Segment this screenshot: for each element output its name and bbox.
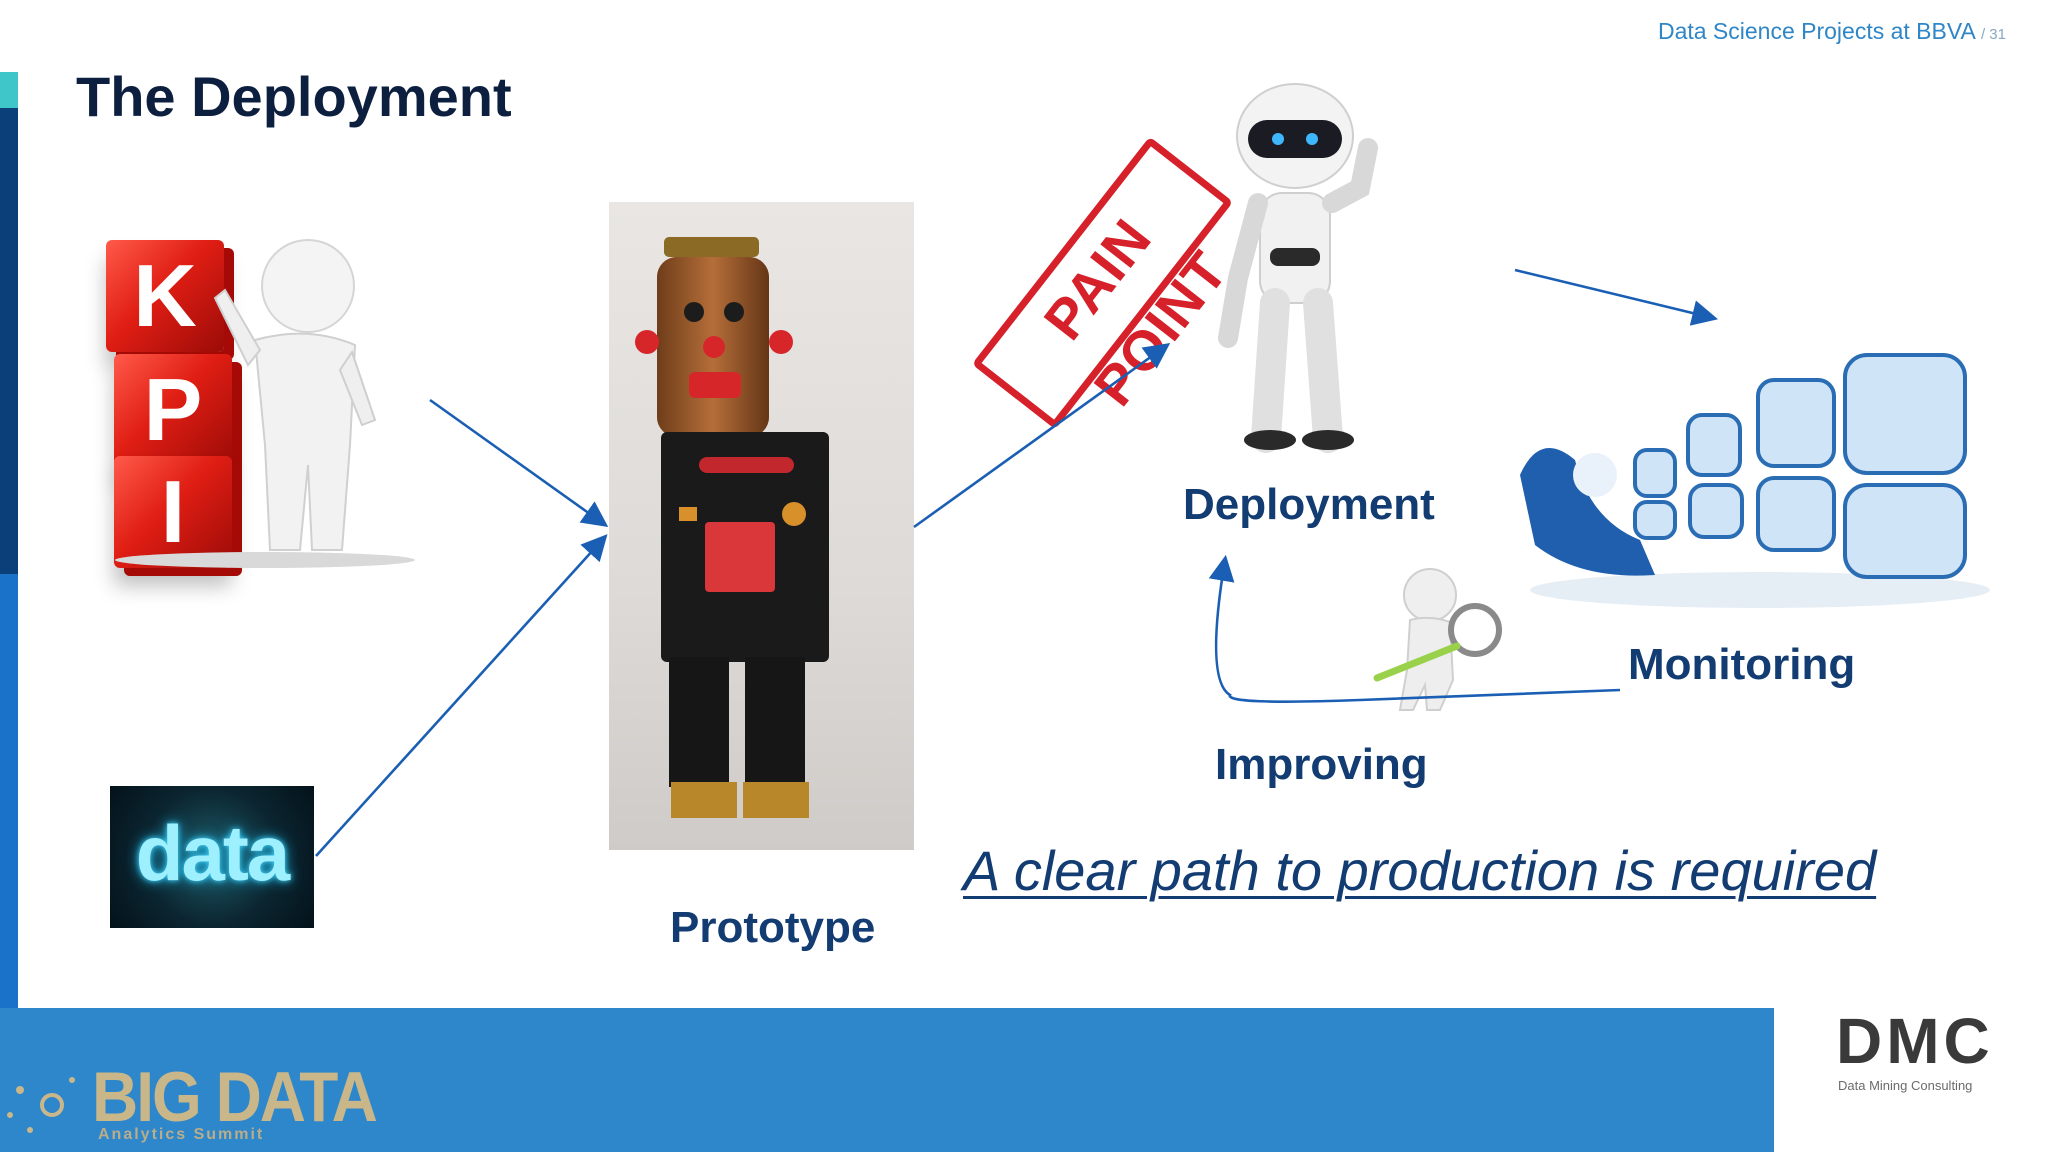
- arrow-deployment-to-monitoring: [1514, 268, 1719, 326]
- arrow-monitoring-to-deployment: [1208, 554, 1621, 703]
- arrow-prototype-to-deployment: [913, 342, 1171, 529]
- dmc-logo-box: [1774, 966, 2048, 1152]
- toy-robot-icon: [635, 237, 829, 818]
- accent-bar-top: [0, 72, 18, 108]
- data-image: data: [110, 786, 314, 928]
- label-monitoring: Monitoring: [1628, 640, 1856, 689]
- big-data-logo-subtitle: Analytics Summit: [98, 1126, 265, 1143]
- slide-header-reference: Data Science Projects at BBVA / 31: [1658, 18, 2006, 45]
- arrow-data-to-prototype: [315, 534, 608, 857]
- monitoring-screens-icon: [1520, 353, 1990, 608]
- white-figure-icon: [115, 239, 415, 568]
- accent-bar-middle: [0, 108, 18, 574]
- dmc-logo: DMC: [1836, 1005, 1994, 1077]
- footer-bar: [0, 1008, 1774, 1152]
- kpi-cube-k: K: [106, 240, 224, 352]
- accent-bar-bottom: [0, 574, 18, 1010]
- big-data-logo: BIG DATA: [92, 1057, 378, 1137]
- page-number: / 31: [1980, 26, 2006, 43]
- big-data-logo-dots-icon: [7, 1077, 75, 1133]
- prototype-robot-photo: [609, 202, 914, 850]
- data-word: data: [135, 809, 290, 897]
- kpi-cube-i: I: [114, 456, 232, 568]
- dmc-logo-subtitle: Data Mining Consulting: [1838, 1078, 1973, 1093]
- label-improving: Improving: [1215, 740, 1428, 789]
- header-reference-text: Data Science Projects at BBVA: [1657, 18, 1975, 44]
- slide-title: The Deployment: [76, 65, 512, 128]
- kpi-illustration: K P I: [50, 230, 430, 570]
- label-prototype: Prototype: [670, 903, 876, 952]
- label-deployment: Deployment: [1183, 480, 1435, 529]
- kpi-cube-p: P: [114, 354, 232, 466]
- deployment-robot-icon: [1218, 83, 1378, 453]
- magnifier-figure-icon: [1373, 568, 1502, 711]
- arrow-kpi-to-prototype: [429, 398, 609, 528]
- tagline: A clear path to production is required: [963, 839, 1877, 902]
